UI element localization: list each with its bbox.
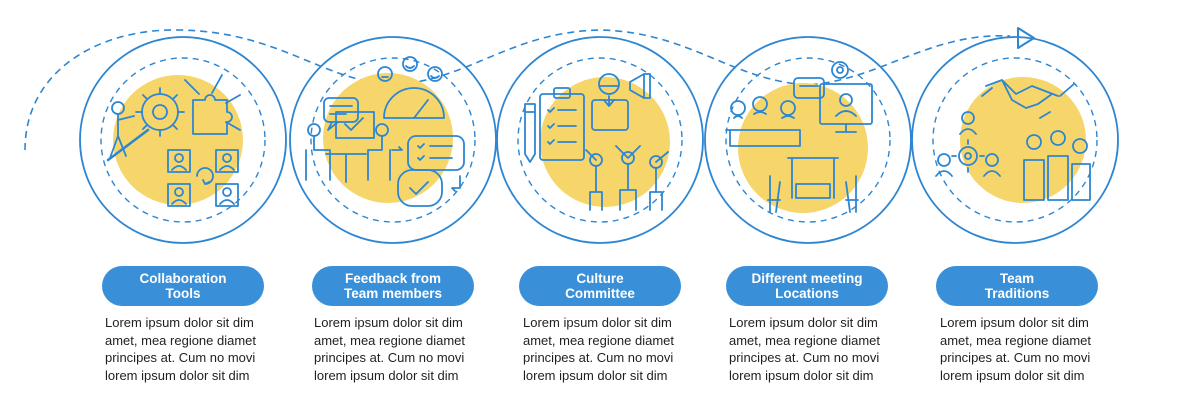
step-3-title: Culture Committee: [519, 266, 681, 306]
step-3-circle: [496, 36, 704, 244]
step-1-title: Collaboration Tools: [102, 266, 264, 306]
step-3-description: Lorem ipsum dolor sit dim amet, mea regi…: [523, 315, 675, 383]
step-5-title: Team Traditions: [936, 266, 1098, 306]
collaboration-tools-icon: [106, 74, 241, 207]
feedback-icon: [305, 56, 465, 207]
step-2-circle: [289, 36, 497, 244]
meeting-locations-icon: [725, 61, 873, 213]
step-1-description: Lorem ipsum dolor sit dim amet, mea regi…: [105, 315, 257, 383]
step-4-description: Lorem ipsum dolor sit dim amet, mea regi…: [729, 315, 881, 383]
arrow-icon: [1017, 27, 1035, 49]
step-5-description: Lorem ipsum dolor sit dim amet, mea regi…: [940, 315, 1092, 383]
step-2-title: Feedback from Team members: [312, 266, 474, 306]
step-1-circle: [79, 36, 287, 244]
step-2-description: Lorem ipsum dolor sit dim amet, mea regi…: [314, 315, 466, 383]
step-4-title: Different meeting Locations: [726, 266, 888, 306]
culture-committee-icon: [524, 73, 669, 211]
team-traditions-icon: [935, 79, 1091, 201]
step-5-circle: [911, 36, 1119, 244]
